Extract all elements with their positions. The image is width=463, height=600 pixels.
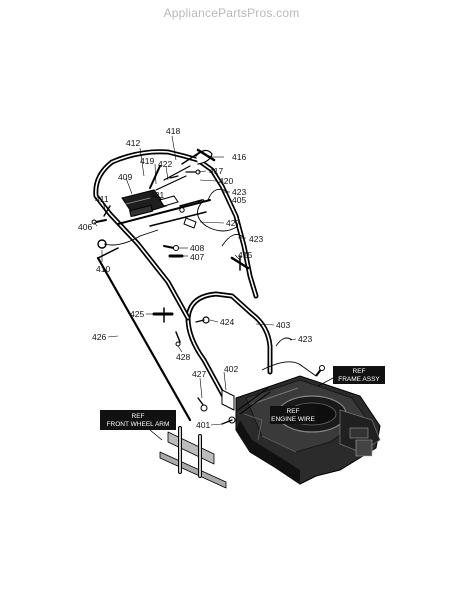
label-403: 403 <box>276 320 290 330</box>
label-427a: 427 <box>226 218 240 228</box>
svg-text:FRAME ASSY: FRAME ASSY <box>338 376 380 383</box>
svg-text:REF: REF <box>132 413 145 420</box>
label-402: 402 <box>224 364 238 374</box>
label-427b: 427 <box>192 369 206 379</box>
label-407: 407 <box>190 252 204 262</box>
label-428: 428 <box>176 352 190 362</box>
label-423a: 423 <box>232 187 246 197</box>
label-405: 405 <box>232 195 246 205</box>
label-415: 415 <box>238 250 252 260</box>
label-423c: 423 <box>298 334 312 344</box>
lower-handle <box>185 291 273 415</box>
label-412: 412 <box>126 138 140 148</box>
label-426: 426 <box>92 332 106 342</box>
label-416: 416 <box>232 152 246 162</box>
upper-handle <box>93 149 259 321</box>
label-408: 408 <box>190 243 204 253</box>
label-425: 425 <box>130 309 144 319</box>
svg-text:REF: REF <box>287 408 300 415</box>
svg-text:REF: REF <box>353 368 366 375</box>
leader-lines <box>93 135 297 426</box>
part-labels: 418 412 416 419 422 417 409 420 421 423 … <box>78 126 312 430</box>
svg-text:ENGINE WIRE: ENGINE WIRE <box>271 416 315 423</box>
label-424: 424 <box>220 317 234 327</box>
label-410: 410 <box>96 264 110 274</box>
label-406: 406 <box>78 222 92 232</box>
label-409: 409 <box>118 172 132 182</box>
watermark: AppliancePartsPros.com <box>163 6 300 20</box>
label-401: 401 <box>196 420 210 430</box>
label-421: 421 <box>150 190 164 200</box>
front-arm <box>96 247 227 489</box>
label-417: 417 <box>209 166 223 176</box>
ref-frame-assy: REF FRAME ASSY <box>317 366 385 387</box>
label-418: 418 <box>166 126 180 136</box>
ref-engine-wire: REF ENGINE WIRE <box>270 406 316 424</box>
label-419: 419 <box>140 156 154 166</box>
label-423b: 423 <box>249 234 263 244</box>
cables <box>103 188 317 377</box>
label-411: 411 <box>95 194 109 204</box>
label-420: 420 <box>219 176 233 186</box>
ref-front-wheel-arm: REF FRONT WHEEL ARM <box>100 410 176 441</box>
label-422: 422 <box>158 159 172 169</box>
svg-text:FRONT WHEEL ARM: FRONT WHEEL ARM <box>107 421 170 428</box>
